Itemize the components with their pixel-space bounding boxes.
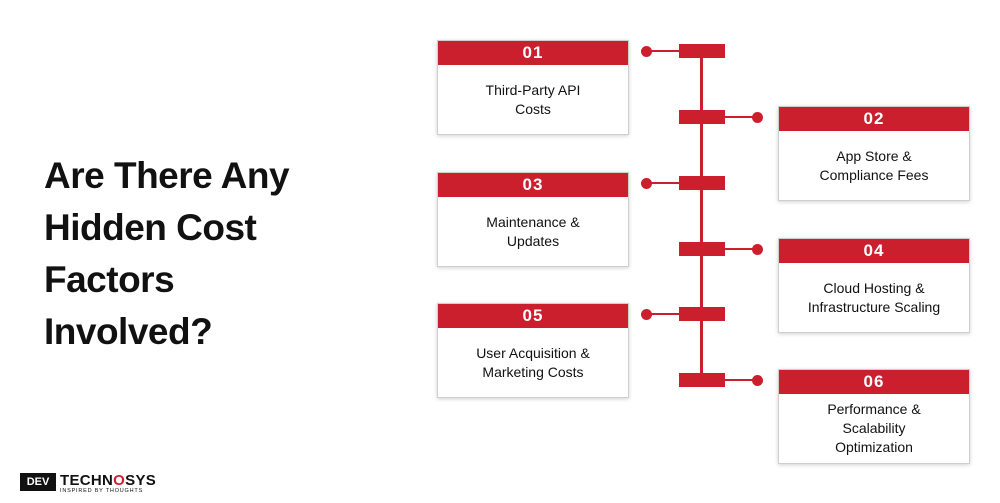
connector-dot-04 — [752, 244, 763, 255]
card-number: 03 — [438, 173, 628, 197]
connector-line-04 — [725, 248, 757, 250]
connector-dot-03 — [641, 178, 652, 189]
card-label-line: User Acquisition & — [476, 344, 590, 361]
connector-dot-02 — [752, 112, 763, 123]
card-label-line: Cloud Hosting & — [823, 279, 925, 296]
connector-line-05 — [646, 313, 679, 315]
timeline-tab-05 — [679, 307, 725, 321]
timeline-tab-02 — [679, 110, 725, 124]
card-label-line: Optimization — [835, 439, 913, 455]
connector-dot-06 — [752, 375, 763, 386]
card-label-line: Compliance Fees — [819, 166, 929, 183]
connector-line-01 — [646, 50, 679, 52]
card-label-line: Third-Party API — [485, 81, 581, 98]
card-label: Cloud Hosting & Infrastructure Scaling — [779, 263, 969, 332]
page-title: Are There Any Hidden Cost Factors Involv… — [44, 150, 374, 358]
logo-wordmark: TECHNOSYS — [60, 472, 157, 489]
card-label: User Acquisition & Marketing Costs — [438, 328, 628, 397]
card-number: 02 — [779, 107, 969, 131]
card-label-line: Scalability — [842, 420, 906, 436]
card-number: 01 — [438, 41, 628, 65]
card-label: Third-Party API Costs — [438, 65, 628, 134]
card-label: Maintenance & Updates — [438, 197, 628, 266]
logo-tagline: INSPIRED BY THOUGHTS — [60, 488, 144, 494]
card-label-line: Marketing Costs — [482, 363, 584, 380]
card-label-line: Infrastructure Scaling — [807, 298, 941, 315]
connector-line-06 — [725, 379, 757, 381]
connector-dot-01 — [641, 46, 652, 57]
card-label: App Store & Compliance Fees — [779, 131, 969, 200]
connector-line-03 — [646, 182, 679, 184]
card-number: 04 — [779, 239, 969, 263]
timeline-tab-04 — [679, 242, 725, 256]
timeline-tab-01 — [679, 44, 725, 58]
card-label-line: Maintenance & — [486, 213, 580, 230]
title-line-3: Factors — [44, 259, 175, 300]
card-number: 06 — [779, 370, 969, 394]
card-label-line: Costs — [515, 100, 551, 117]
card-label-line: App Store & — [836, 147, 912, 164]
timeline-spine — [700, 48, 703, 383]
card-label-line: Performance & — [827, 401, 921, 417]
logo-dev-mark: DEV — [20, 473, 56, 491]
card-label-line: Updates — [506, 232, 560, 249]
connector-dot-05 — [641, 309, 652, 320]
title-line-2: Hidden Cost — [44, 207, 257, 248]
timeline-tab-03 — [679, 176, 725, 190]
card-number: 05 — [438, 304, 628, 328]
connector-line-02 — [725, 116, 757, 118]
title-line-4: Involved? — [44, 311, 213, 352]
title-line-1: Are There Any — [44, 155, 290, 196]
timeline-tab-06 — [679, 373, 725, 387]
